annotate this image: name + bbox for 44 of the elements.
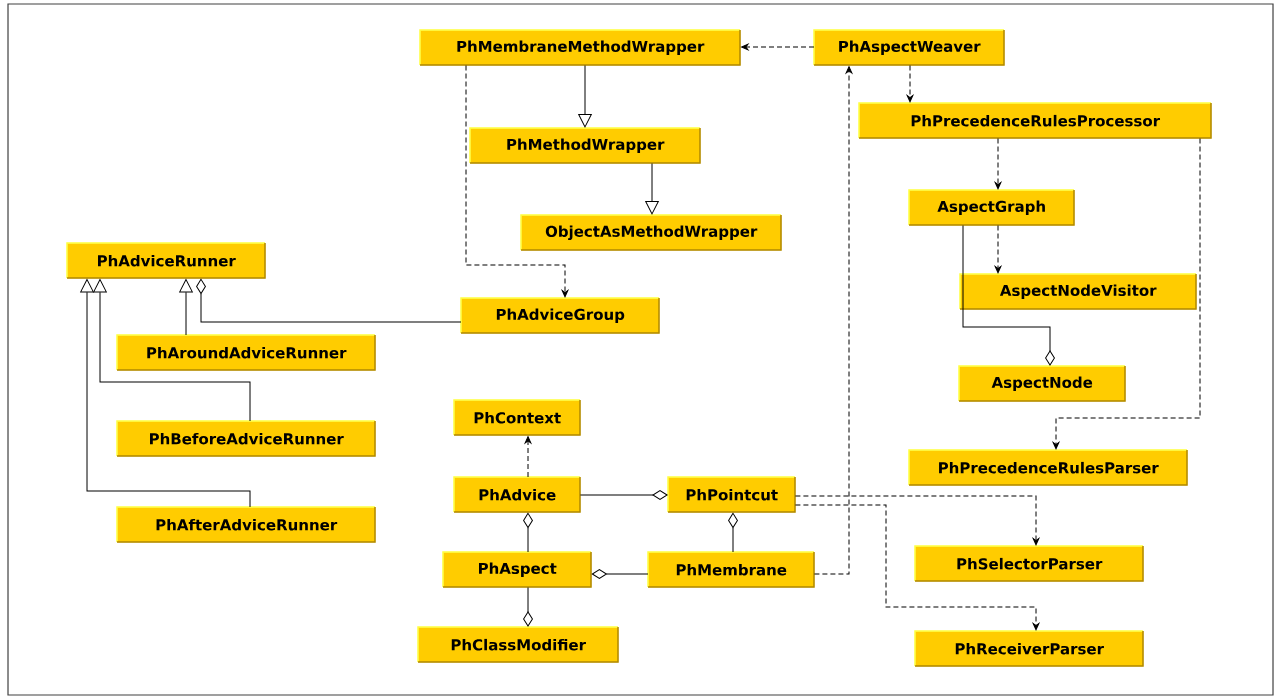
class-box: PhClassModifier xyxy=(417,626,619,663)
inheritance-arrow xyxy=(80,279,251,508)
aggregation-line xyxy=(962,224,1055,366)
class-box: PhAdviceRunner xyxy=(66,242,266,279)
aggregation-line xyxy=(728,512,738,553)
class-box: PhPrecedenceRulesParser xyxy=(908,449,1188,486)
class-box: PhSelectorParser xyxy=(914,545,1144,582)
inheritance-arrow xyxy=(93,279,251,422)
class-box: PhMembrane xyxy=(647,551,815,588)
dependency-arrow xyxy=(994,224,1002,274)
aggregation-line xyxy=(523,512,533,553)
dependency-arrow xyxy=(524,436,532,478)
class-box: PhMethodWrapper xyxy=(469,127,701,164)
class-box: PhAspectWeaver xyxy=(813,29,1005,66)
class-box: AspectNode xyxy=(958,365,1126,402)
dependency-arrow xyxy=(994,137,1002,190)
class-box: PhMembraneMethodWrapper xyxy=(419,29,741,66)
inheritance-arrow xyxy=(578,64,592,128)
class-box: PhContext xyxy=(453,399,581,436)
class-box: PhPrecedenceRulesProcessor xyxy=(858,102,1212,139)
class-box: ObjectAsMethodWrapper xyxy=(520,214,782,251)
dependency-arrow xyxy=(465,64,569,298)
class-box: PhAfterAdviceRunner xyxy=(116,506,376,543)
aggregation-line xyxy=(523,586,533,627)
class-box: PhAspect xyxy=(442,551,592,588)
dependency-arrow xyxy=(1052,137,1201,450)
class-box: PhReceiverParser xyxy=(914,630,1144,667)
class-box: PhBeforeAdviceRunner xyxy=(116,420,376,457)
class-box: PhAdviceGroup xyxy=(460,297,660,334)
inheritance-arrow xyxy=(179,279,193,336)
class-box: AspectGraph xyxy=(908,189,1075,226)
aggregation-line xyxy=(591,569,649,579)
dependency-arrow xyxy=(794,495,1040,546)
class-box: PhAroundAdviceRunner xyxy=(116,334,376,371)
class-box: PhAdvice xyxy=(453,476,581,513)
class-box: AspectNodeVisitor xyxy=(959,273,1197,310)
dependency-arrow xyxy=(813,66,853,575)
aggregation-line xyxy=(196,278,462,323)
class-box: PhPointcut xyxy=(667,476,796,513)
inheritance-arrow xyxy=(645,162,659,215)
dependency-arrow xyxy=(741,43,815,51)
aggregation-line xyxy=(579,490,668,500)
dependency-arrow xyxy=(906,64,914,103)
dependency-arrow xyxy=(794,504,1040,631)
